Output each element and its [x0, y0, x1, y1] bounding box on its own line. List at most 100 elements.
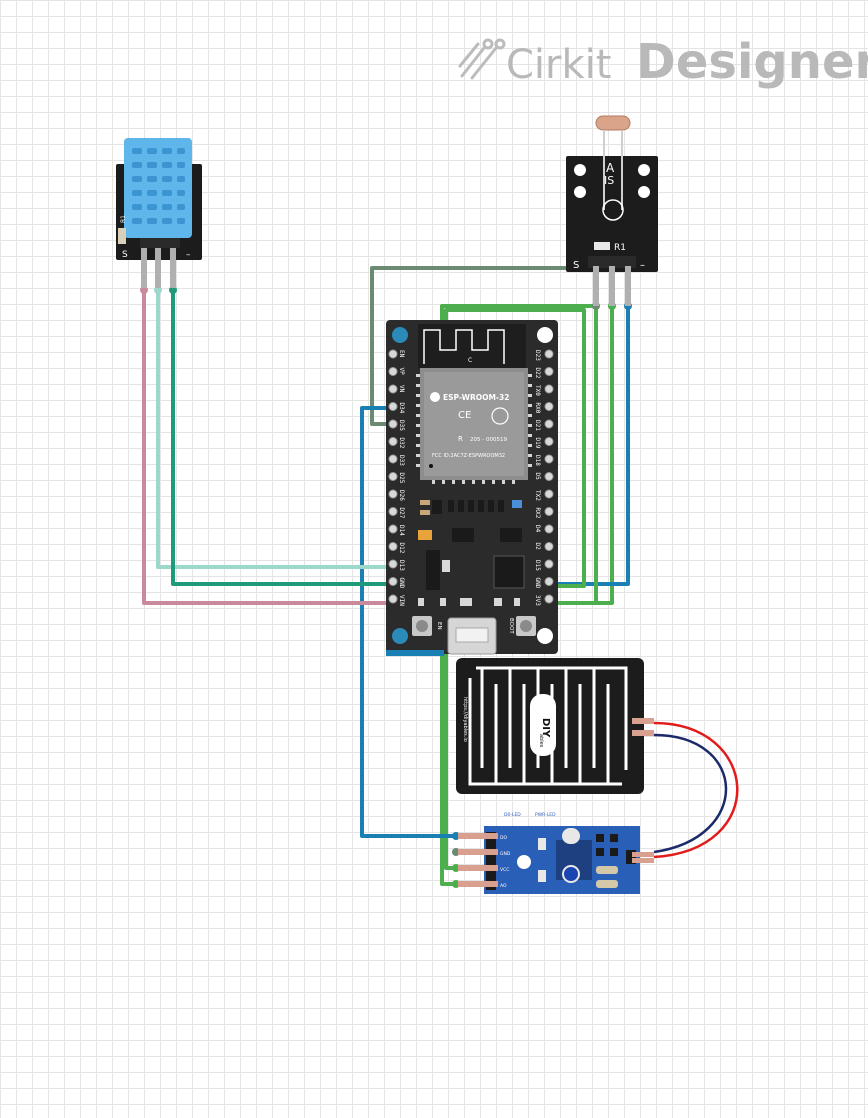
- esp32-pin-d21[interactable]: [544, 419, 554, 429]
- rain-module-plate-pin-2[interactable]: [632, 858, 654, 863]
- esp32-pin-label: D13: [398, 560, 405, 571]
- esp32-left-header: ENVPVND34D35D32D33D25D26D27D14D12D13GNDV…: [388, 349, 405, 606]
- dht11-pin-gnd[interactable]: [170, 248, 176, 288]
- esp32-pin-d14[interactable]: [388, 524, 398, 534]
- esp32-module-name: ESP-WROOM-32: [443, 393, 509, 402]
- esp32-pin-d15[interactable]: [544, 559, 554, 569]
- rain-sensor-plate[interactable]: DIY ables https://diyables.io: [456, 658, 654, 794]
- esp32-pin-label: RX2: [534, 508, 541, 519]
- esp32-pin-d26[interactable]: [388, 489, 398, 499]
- rain-module-smd: [596, 834, 604, 842]
- rain-module-smd: [610, 834, 618, 842]
- esp32-pin-vp[interactable]: [388, 367, 398, 376]
- ldr-pin-s[interactable]: [593, 266, 599, 306]
- rain-module-pin-vcc[interactable]: [458, 865, 498, 871]
- wire-ldr-vcc[interactable]: [549, 268, 614, 605]
- esp32-pin-label: D32: [398, 438, 405, 449]
- ldr-resistor: [594, 242, 610, 250]
- esp32-pin-label: D2: [534, 543, 541, 551]
- ldr-label-s: S: [573, 260, 579, 271]
- wire-rain-vcc[interactable]: [440, 304, 598, 886]
- esp32-right-header: D23D22TX0RX0D21D19D18D5TX2RX2D4D2D15GND3…: [534, 349, 554, 606]
- esp32-pin-rx2[interactable]: [544, 507, 554, 516]
- esp32-pin-d13[interactable]: [388, 559, 398, 569]
- wire-rain-gnd[interactable]: [444, 308, 586, 870]
- wire-dht-signal[interactable]: [142, 258, 393, 605]
- wire-dht-gnd[interactable]: [171, 258, 393, 586]
- dht11-resistor-label: R1: [120, 215, 127, 223]
- dht11-sensor[interactable]: R1 S –: [116, 138, 202, 288]
- esp32-pin-label: D27: [398, 508, 405, 519]
- esp32-devkit[interactable]: C ESP-WROOM-32 CE R 205 - 000519 FCC ID:…: [386, 320, 558, 656]
- esp32-pin-tx0[interactable]: [544, 384, 554, 394]
- dht11-pin-s[interactable]: [141, 248, 147, 288]
- esp32-pin-label: TX2: [534, 490, 541, 501]
- rain-module-label-d0-led: D0-LED: [504, 812, 521, 818]
- dht11-resistor: [118, 228, 126, 244]
- diyables-logo-text: DIY: [540, 718, 551, 738]
- esp32-pin-label: D33: [398, 455, 405, 466]
- esp32-pin-vin[interactable]: [388, 594, 398, 604]
- esp32-pin-rx0[interactable]: [544, 402, 554, 411]
- esp32-pin-gnd[interactable]: [388, 577, 398, 586]
- esp32-shield-inner: [424, 372, 524, 476]
- rain-plate-pin-2[interactable]: [632, 730, 654, 736]
- wire-ldr-signal[interactable]: [370, 266, 596, 426]
- espressif-logo-icon: [491, 407, 509, 425]
- diyables-logo: [530, 694, 556, 756]
- esp32-pin-tx2[interactable]: [544, 489, 554, 499]
- esp32-pin-d27[interactable]: [388, 507, 398, 516]
- esp32-pin-label: GND: [534, 578, 541, 589]
- esp32-pin-d19[interactable]: [544, 437, 554, 446]
- esp32-pin-d2[interactable]: [544, 542, 554, 551]
- rain-sensor-module[interactable]: DO GND VCC AO D0-LED PWR-LED: [458, 812, 654, 894]
- dht11-pin-vcc[interactable]: [155, 248, 161, 288]
- esp32-pin-d32[interactable]: [388, 437, 398, 446]
- esp32-pin-d22[interactable]: [544, 367, 554, 376]
- esp32-pin-d4[interactable]: [544, 524, 554, 534]
- esp32-pin-d18[interactable]: [544, 454, 554, 464]
- ldr-mount-hole: [638, 186, 650, 198]
- esp32-pin-vn[interactable]: [388, 384, 398, 394]
- esp32-pin-label: D34: [398, 403, 405, 414]
- esp32-pin-3v3[interactable]: [544, 594, 554, 604]
- esp32-pin-gnd[interactable]: [544, 577, 554, 586]
- rain-module-pin-do[interactable]: [458, 833, 498, 839]
- esp32-pin-d12[interactable]: [388, 542, 398, 551]
- esp32-mount-hole-tl: [392, 327, 408, 343]
- rain-module-label-ao: AO: [500, 883, 507, 889]
- wire-rain-plate-red[interactable]: [653, 721, 739, 859]
- esp32-smd-components: [418, 500, 525, 606]
- esp32-pin-d34[interactable]: [388, 402, 398, 411]
- ldr-pin-gnd[interactable]: [625, 266, 631, 306]
- esp32-pin-d5[interactable]: [544, 472, 554, 481]
- wire-dht-vcc[interactable]: [156, 258, 393, 569]
- esp32-pin-d35[interactable]: [388, 419, 398, 429]
- rain-module-potentiometer[interactable]: [562, 865, 580, 883]
- ldr-label-r1: R1: [614, 243, 626, 253]
- ldr-label-is: IS: [604, 174, 614, 187]
- esp32-pin-en[interactable]: [388, 349, 398, 359]
- rain-module-plate-pin-1[interactable]: [632, 852, 654, 857]
- diyables-logo-sub: ables: [538, 734, 544, 748]
- rain-module-pin-gnd[interactable]: [458, 849, 498, 855]
- esp32-pin-label: 3V3: [534, 595, 541, 606]
- rain-plate-pin-1[interactable]: [632, 718, 654, 724]
- ldr-module[interactable]: A IS R1 S –: [566, 115, 658, 306]
- wire-ldr-gnd[interactable]: [549, 268, 630, 586]
- rain-module-smd: [596, 880, 618, 888]
- esp32-pin-d33[interactable]: [388, 454, 398, 464]
- esp32-antenna-label: C: [468, 357, 472, 364]
- wire-rain-do[interactable]: [360, 406, 456, 838]
- esp32-pin-d23[interactable]: [544, 349, 554, 359]
- esp32-pin-d25[interactable]: [388, 472, 398, 481]
- wire-rain-plate-navy[interactable]: [653, 733, 728, 854]
- ldr-pin-vcc[interactable]: [609, 266, 615, 306]
- rain-module-pin-ao[interactable]: [458, 881, 498, 887]
- rain-module-header: [486, 832, 496, 890]
- esp32-cert-r: R: [458, 435, 463, 443]
- rain-module-label-pwr-led: PWR-LED: [535, 812, 556, 818]
- wires: [142, 258, 739, 886]
- designer-logo-text: Designer: [636, 34, 868, 90]
- rain-module-d0-led: [538, 838, 546, 850]
